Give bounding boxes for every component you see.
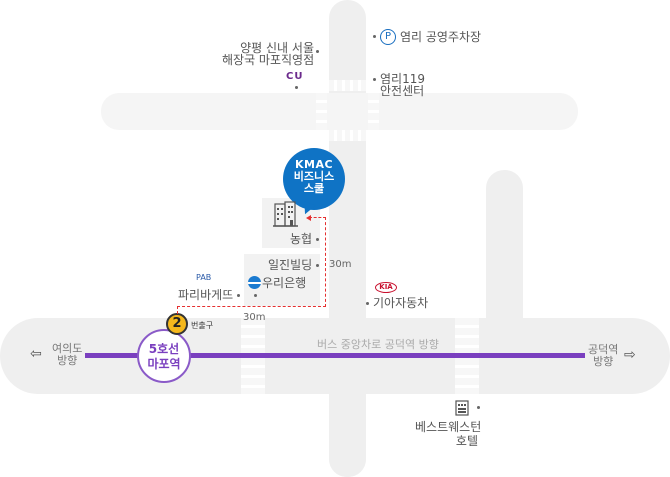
hotel-building-icon — [455, 400, 469, 416]
iljin-building-label: 일진빌딩 — [268, 259, 323, 271]
walking-route-horizontal — [177, 306, 326, 307]
upper-road-horizontal — [101, 93, 578, 130]
right-arrow-icon: ⇨ — [624, 347, 636, 363]
exit-label: 번출구 — [191, 321, 214, 330]
walking-route-vertical — [325, 217, 326, 307]
fire-center-label: 염리119 안전센터 — [380, 72, 425, 98]
route-arrow-icon — [306, 215, 311, 221]
fire-center-dot — [373, 78, 376, 81]
direction-right: 공덕역 방향 — [588, 343, 619, 368]
kia-logo-icon: KIA — [375, 282, 397, 293]
cu-logo-icon: CU — [286, 71, 304, 82]
woori-dot — [254, 294, 257, 297]
haejangguk-dot — [316, 50, 319, 53]
crosswalk — [368, 93, 379, 130]
nonghyup-label: 농협 — [290, 233, 323, 245]
parking-dot — [373, 35, 376, 38]
direction-left: 여의도 방향 — [52, 342, 83, 367]
kmac-business-school-marker[interactable]: KMAC 비즈니스 스쿨 — [283, 148, 345, 210]
parking-icon: P — [380, 29, 396, 45]
metro-line — [85, 353, 585, 358]
parking-label: 염리 공영주차장 — [400, 30, 482, 44]
walking-route-top — [309, 217, 326, 218]
distance-horizontal: 30m — [243, 312, 266, 323]
paris-baguette-label: 파리바게뜨 — [178, 289, 244, 301]
walking-route-vertical-short — [177, 306, 178, 314]
bus-lane-label: 버스 중앙차로 공덕역 방향 — [317, 338, 439, 351]
kia-label: 기아자동차 — [366, 297, 428, 309]
woori-bank-logo-icon — [248, 276, 261, 289]
left-arrow-icon: ⇦ — [30, 346, 42, 362]
mapo-station[interactable]: 5호선 마포역 — [137, 329, 191, 383]
distance-vertical: 30m — [329, 259, 352, 270]
cu-dot — [295, 86, 298, 89]
exit-2-badge: 2 — [166, 313, 188, 335]
vertical-road-right — [486, 170, 523, 330]
vertical-road-bottom — [329, 380, 366, 477]
crosswalk — [329, 80, 366, 91]
paris-baguette-logo-icon: PAB — [196, 273, 212, 282]
building-icon — [273, 201, 298, 227]
crosswalk — [316, 93, 327, 130]
best-western-label: 베스트웨스턴 호텔 — [415, 420, 482, 448]
woori-bank-label: 우리은행 — [262, 276, 307, 290]
hotel-dot — [477, 406, 480, 409]
haejangguk-label: 양평 신내 서울 해장국 마포직영점 — [222, 41, 315, 67]
crosswalk — [329, 130, 366, 141]
